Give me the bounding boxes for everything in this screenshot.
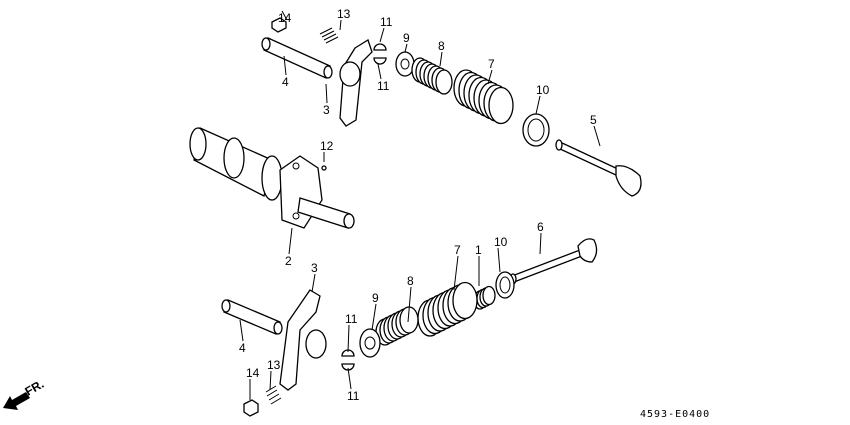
callout-label: 11	[347, 389, 360, 403]
leader-line	[371, 303, 377, 331]
callout-label: 3	[323, 103, 330, 117]
callout-label: 4	[282, 75, 289, 89]
adjust-screw-upper	[319, 27, 339, 44]
inner-spring-upper	[411, 57, 453, 95]
rocker-shaft-lower	[221, 299, 283, 335]
callout-label: 11	[377, 79, 390, 93]
callout-label: 9	[372, 291, 379, 305]
leader-line	[404, 43, 408, 53]
callout-label: 12	[320, 139, 334, 153]
pin	[321, 165, 327, 171]
leader-line	[379, 27, 385, 43]
leader-line	[347, 367, 352, 390]
leader-line	[497, 247, 501, 273]
callout-label: 9	[403, 31, 410, 45]
callout-label: 10	[536, 83, 550, 97]
rocker-arm-lower	[279, 289, 321, 391]
spring-coil	[488, 86, 514, 125]
leader-line	[453, 255, 459, 291]
callout-label: 3	[311, 261, 318, 275]
rocker-shaft-upper	[261, 37, 333, 79]
leader-line	[593, 125, 601, 147]
front-arrow-icon: FR.	[3, 377, 46, 410]
exhaust-valve	[555, 139, 642, 197]
outer-spring-upper	[453, 69, 514, 125]
spring-retainer-lower	[359, 328, 381, 358]
leader-line	[311, 273, 316, 293]
spring-coil	[452, 281, 478, 320]
leader-line	[535, 95, 541, 115]
callout-label: 11	[345, 312, 358, 326]
spring-coil	[482, 285, 496, 306]
callout-label: 7	[488, 57, 495, 71]
spring-retainer-upper	[395, 51, 415, 77]
callout-label: 11	[380, 15, 393, 29]
leader-line	[487, 69, 493, 85]
nut-upper	[271, 17, 287, 33]
callout-label: 10	[494, 235, 508, 249]
leader-line	[269, 370, 272, 391]
outer-spring-lower	[417, 281, 478, 337]
spring-coil	[435, 69, 453, 95]
leader-line	[347, 324, 350, 353]
inner-spring-lower	[375, 306, 419, 346]
callout-label: 13	[267, 358, 281, 372]
diagram-code: 4593-E0400	[640, 409, 710, 420]
leader-line	[325, 83, 328, 104]
valve-seat-lower	[495, 271, 515, 299]
camshaft	[189, 127, 355, 229]
leader-line	[281, 10, 288, 21]
callout-label: 2	[285, 254, 292, 268]
callout-label: 1	[475, 243, 482, 257]
leader-line	[288, 227, 293, 255]
leader-line	[377, 63, 382, 80]
callout-label: 7	[454, 243, 461, 257]
nut-lower	[243, 399, 259, 417]
callout-label: 8	[407, 274, 414, 288]
leader-line	[539, 232, 542, 255]
callout-label: 14	[246, 366, 260, 380]
callout-label: 6	[537, 220, 544, 234]
callout-label: 4	[239, 341, 246, 355]
adjust-screw-lower	[265, 385, 282, 405]
leader-line	[239, 319, 244, 342]
callout-label: 8	[438, 39, 445, 53]
callout-label: 14	[278, 11, 292, 25]
leader-line	[439, 51, 443, 67]
callout-label: 13	[337, 7, 351, 21]
leader-line	[339, 19, 342, 31]
leader-line	[283, 55, 287, 76]
callout-label: 5	[590, 113, 597, 127]
leader-line	[407, 286, 412, 323]
intake-valve	[509, 238, 598, 285]
